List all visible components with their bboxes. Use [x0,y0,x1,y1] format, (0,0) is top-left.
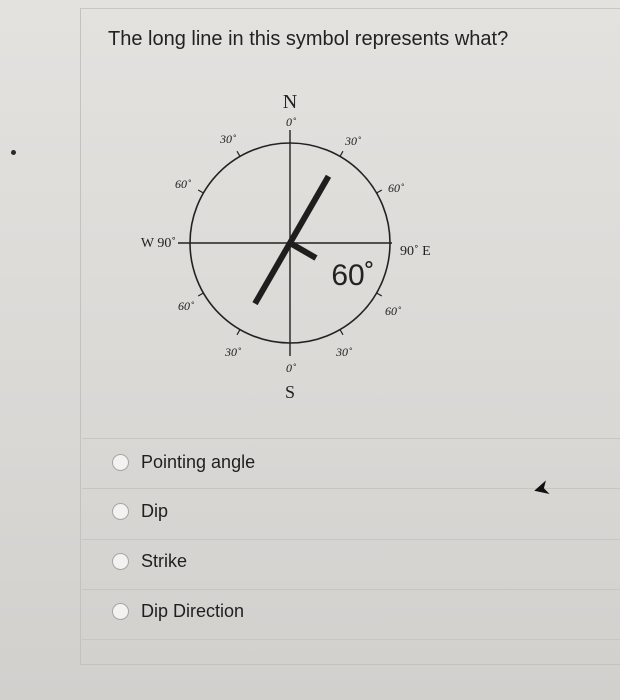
strike-dip-diagram: N 0˚ 0˚ S W 90˚ 90˚ E 30˚ 30˚ 60˚ 60˚ 60… [120,80,460,410]
separator [82,488,620,489]
label-60-se: 60˚ [385,304,401,318]
degree-ticks [197,150,383,336]
west-label: W 90˚ [141,236,176,251]
label-30-nw: 30˚ [219,132,236,146]
label-30-ne: 30˚ [344,134,361,148]
card-top-border [80,8,620,9]
option-label: Pointing angle [141,452,256,472]
north-degree: 0˚ [286,115,296,129]
radio-button[interactable] [112,603,129,620]
option-pointing-angle[interactable]: Pointing angle [112,452,255,473]
label-60-nw: 60˚ [175,177,191,191]
option-label: Dip Direction [141,601,245,621]
option-dip-direction[interactable]: Dip Direction [112,601,244,622]
dip-tick [288,240,318,261]
question-text: The long line in this symbol represents … [108,28,509,50]
label-30-se: 30˚ [335,345,352,359]
separator [82,539,620,540]
radio-button[interactable] [112,454,129,471]
option-dip[interactable]: Dip [112,501,168,522]
option-label: Strike [141,551,188,571]
separator [82,639,620,640]
bullet-dot [11,150,16,155]
mouse-pointer-icon [532,480,554,503]
separator [82,438,620,439]
south-letter: S [285,382,295,402]
south-degree: 0˚ [286,361,296,375]
option-strike[interactable]: Strike [112,551,187,572]
strike-line [252,174,332,306]
separator [82,589,620,590]
dip-angle-label: 60˚ [331,259,374,292]
option-label: Dip [141,501,169,521]
label-60-ne: 60˚ [388,181,404,195]
radio-button[interactable] [112,553,129,570]
radio-button[interactable] [112,503,129,520]
label-60-sw: 60˚ [178,299,194,313]
north-letter: N [283,91,297,113]
question-card [80,8,620,665]
east-label: 90˚ E [400,244,431,259]
label-30-sw: 30˚ [224,345,241,359]
